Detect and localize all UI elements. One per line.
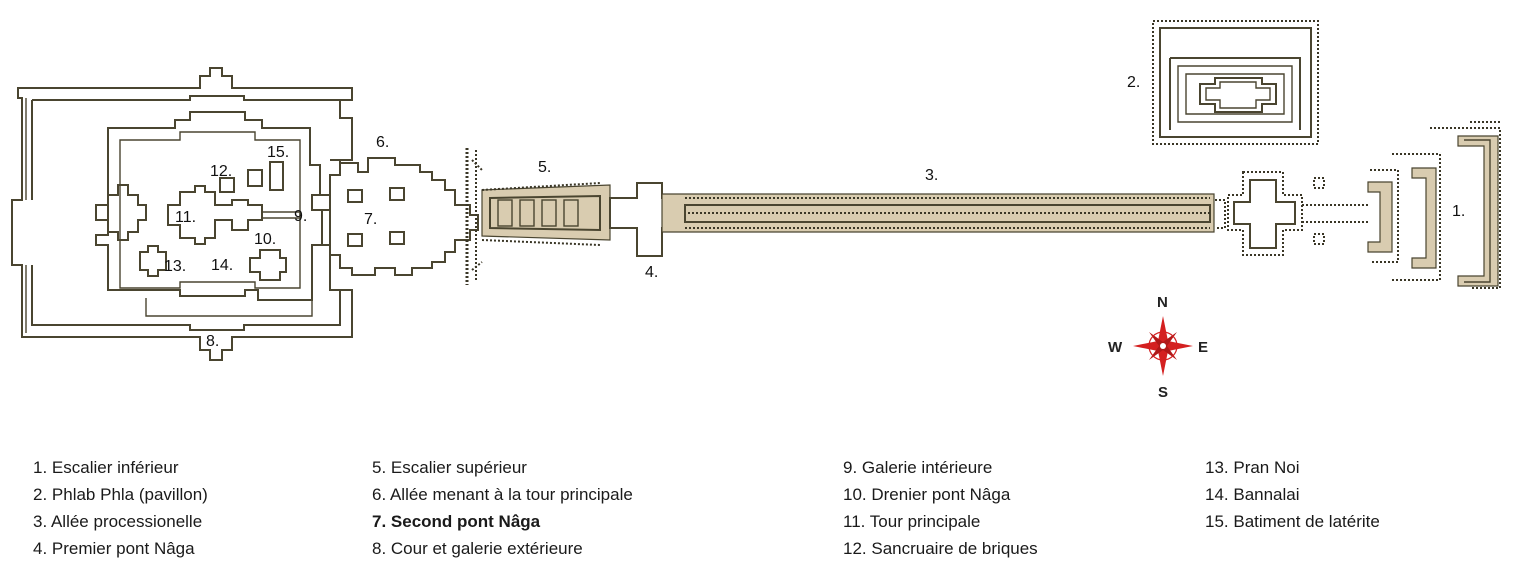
label-12: 12. [210,163,232,180]
legend-item: 8. Cour et galerie extérieure [372,539,583,558]
upper-staircase [465,148,611,285]
legend-column-4: 13. Pran Noi 14. Bannalai 15. Batiment d… [1205,454,1380,535]
label-9: 9. [294,208,307,225]
label-15: 15. [267,144,289,161]
label-4: 4. [645,264,658,281]
legend-item: 2. Phlab Phla (pavillon) [33,485,208,504]
legend-item: 15. Batiment de latérite [1205,512,1380,531]
compass-north: N [1157,294,1168,311]
legend-item: 6. Allée menant à la tour principale [372,485,633,504]
label-14: 14. [211,257,233,274]
legend-item: 12. Sancruaire de briques [843,539,1038,558]
legend-item: 9. Galerie intérieure [843,458,993,477]
legend-item: 14. Bannalai [1205,485,1300,504]
label-13: 13. [164,258,186,275]
label-2: 2. [1127,74,1140,91]
processional-avenue [661,193,1215,233]
label-8: 8. [206,333,219,350]
temple-site-plan: 1. 2. 3. 4. 5. 6. 7. 8. 9. 10. 11. 12. 1… [11,20,1501,401]
legend-item: 10. Drenier pont Nâga [843,485,1011,504]
west-porch [95,184,147,241]
legend-item: 11. Tour principale [843,512,981,531]
legend-column-1: 1. Escalier inférieur 2. Phlab Phla (pav… [33,454,208,562]
legend-item: 7. Second pont Nâga [372,512,541,531]
pran-noi [139,245,167,277]
compass-rose-icon: N S E W [1108,294,1208,401]
compass-south: S [1158,384,1168,401]
laterite-building [269,161,284,191]
label-7: 7. [364,211,377,228]
label-6: 6. [376,134,389,151]
label-5: 5. [538,159,551,176]
legend-item: 4. Premier pont Nâga [33,539,195,558]
phlab-phla-pavilion [1152,20,1319,145]
legend-column-3: 9. Galerie intérieure 10. Drenier pont N… [843,454,1038,562]
label-10: 10. [254,231,276,248]
label-3: 3. [925,167,938,184]
naga-bridge-2 [329,157,479,276]
inner-gallery [95,111,323,317]
legend-item: 5. Escalier supérieur [372,458,527,477]
lower-staircase [1367,121,1501,289]
lower-pavilion [1227,171,1303,256]
brick-sanctuary [219,177,235,193]
small-building [247,169,263,187]
label-1: 1. [1452,203,1465,220]
legend-item: 3. Allée processionelle [33,512,203,531]
bannalai [249,249,287,281]
legend-column-2: 5. Escalier supérieur 6. Allée menant à … [372,454,633,562]
legend-item: 13. Pran Noi [1205,458,1300,477]
legend-item: 1. Escalier inférieur [33,458,179,477]
outer-gallery [11,67,353,361]
main-tower [167,185,263,245]
compass-east: E [1198,339,1208,356]
label-11: 11. [175,209,196,226]
compass-west: W [1108,339,1123,356]
